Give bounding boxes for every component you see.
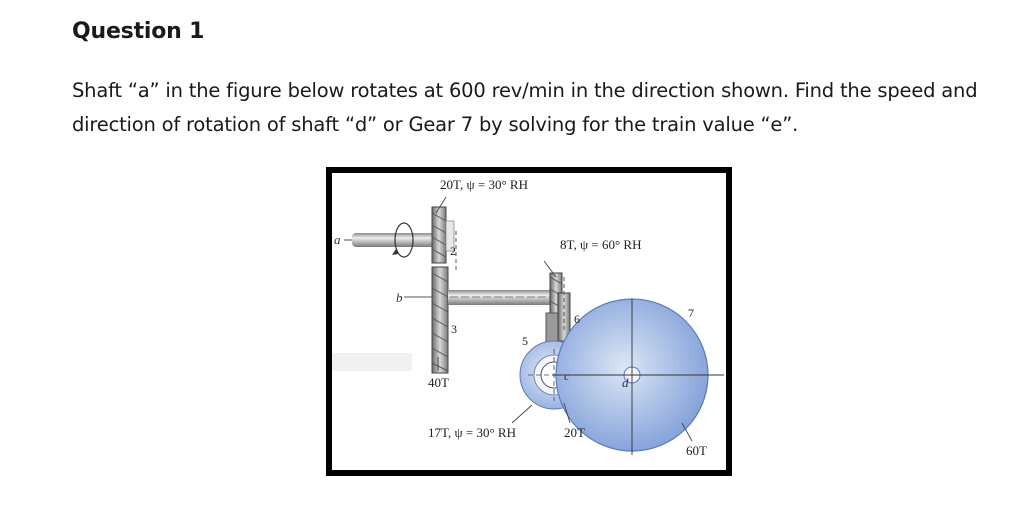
shaft-a-label: a (334, 232, 341, 247)
gear-7 (552, 298, 724, 455)
gear-5-number: 5 (522, 334, 528, 348)
background-smudge (332, 353, 412, 371)
leader-lines (435, 196, 693, 442)
rotation-arrow-icon (394, 222, 414, 258)
question-text-line-2: direction of rotation of shaft “d” or Ge… (72, 113, 799, 136)
gear-3-number: 3 (451, 322, 457, 336)
gear-train-diagram: 20T, ψ = 30° RH 8T, ψ = 60° RH 40T 17T, … (332, 177, 724, 458)
gear-7-callout: 60T (686, 443, 707, 458)
gear-3 (431, 266, 449, 374)
gear-2-number: 2 (450, 244, 456, 258)
shaft-c-label: c (564, 369, 570, 383)
question-text: Shaft “a” in the figure below rotates at… (72, 74, 1012, 142)
gear-6-number: 6 (574, 312, 580, 326)
gear-3-callout: 40T (428, 375, 449, 390)
gear-train-figure: 20T, ψ = 30° RH 8T, ψ = 60° RH 40T 17T, … (326, 167, 732, 476)
gear-2 (431, 206, 457, 273)
shaft-b-label: b (396, 290, 403, 305)
gear-7-number: 7 (688, 306, 694, 320)
gear-5-callout: 17T, ψ = 30° RH (428, 425, 516, 440)
shaft-d-label: d (622, 375, 629, 390)
question-heading: Question 1 (72, 19, 205, 44)
gear-6-teeth-callout: 20T (564, 425, 585, 440)
shaft-b (404, 290, 554, 305)
gear-6-callout: 8T, ψ = 60° RH (560, 237, 641, 252)
question-text-line-1: Shaft “a” in the figure below rotates at… (72, 79, 978, 102)
shaft-a (344, 222, 452, 258)
gear-2-callout: 20T, ψ = 30° RH (440, 177, 528, 192)
